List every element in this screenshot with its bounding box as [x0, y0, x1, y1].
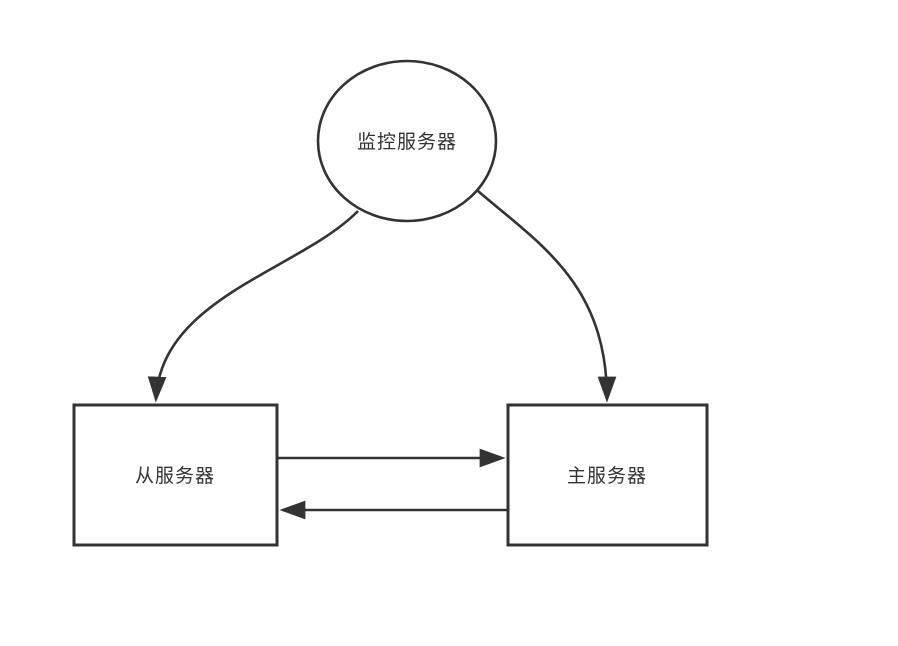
monitor-server-label: 监控服务器 [357, 131, 457, 153]
master-server-label: 主服务器 [567, 465, 647, 487]
edge-monitor-to-master [477, 190, 617, 403]
edge-monitor-to-slave [147, 210, 359, 403]
monitor-server-node [316, 59, 498, 223]
slave-server-label: 从服务器 [135, 465, 215, 487]
slave-server-node [72, 403, 279, 547]
master-server-node [506, 403, 709, 547]
